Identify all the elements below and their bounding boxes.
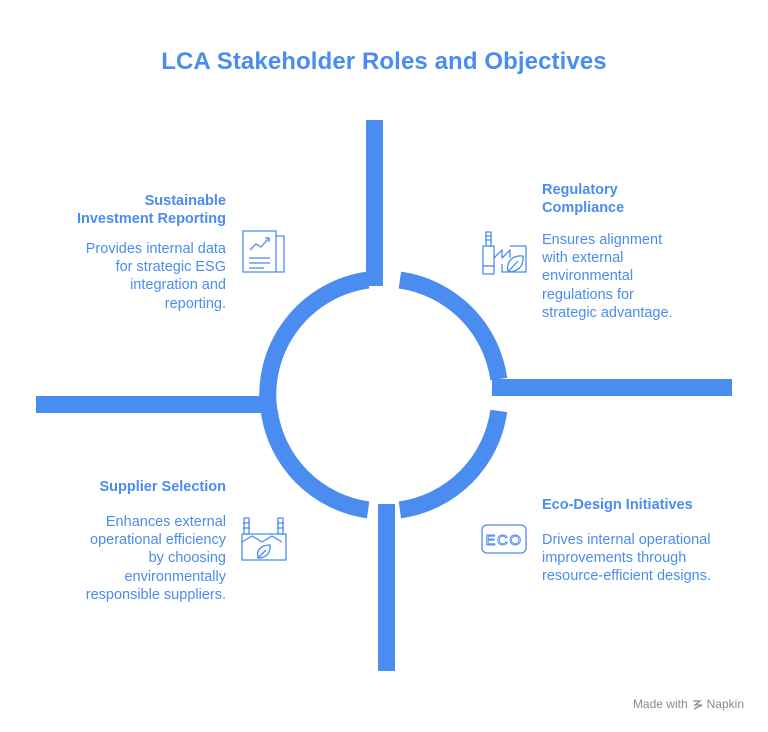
napkin-brand-label: Napkin (706, 697, 744, 711)
made-with-napkin-footer: Made with Napkin (633, 697, 744, 711)
eco-design-heading: Eco-Design Initiatives (542, 497, 693, 513)
supplier-selection-description: Enhances external operational efficiency… (85, 514, 226, 603)
ring-arc-bottom-left (260, 409, 370, 519)
spoke-right (492, 379, 732, 396)
regulatory-compliance-heading: Regulatory Compliance (542, 182, 625, 216)
eco-label-icon: ECO (481, 524, 527, 554)
sustainable-investment-description: Provides internal data for strategic ESG… (85, 241, 226, 312)
spoke-top (366, 120, 383, 286)
made-with-label: Made with (632, 697, 688, 711)
factory-leaf-icon (482, 231, 527, 275)
spoke-left (36, 396, 276, 413)
page-title: LCA Stakeholder Roles and Objectives (161, 48, 607, 75)
ring-arc-top-left (259, 271, 370, 413)
spoke-bottom (378, 504, 395, 671)
eco-factory-icon (241, 517, 287, 561)
ring-arc-bottom-right (398, 409, 508, 519)
eco-design-description: Drives internal operational improvements… (542, 532, 711, 585)
eco-label-text: ECO (485, 532, 522, 549)
napkin-logo-icon (692, 699, 702, 710)
regulatory-compliance-description: Ensures alignment with external environm… (542, 232, 673, 321)
supplier-selection-heading: Supplier Selection (99, 479, 227, 495)
sustainable-investment-heading: Sustainable Investment Reporting (76, 193, 226, 227)
ring-arc-top-right (398, 271, 508, 381)
report-chart-icon (242, 230, 285, 273)
